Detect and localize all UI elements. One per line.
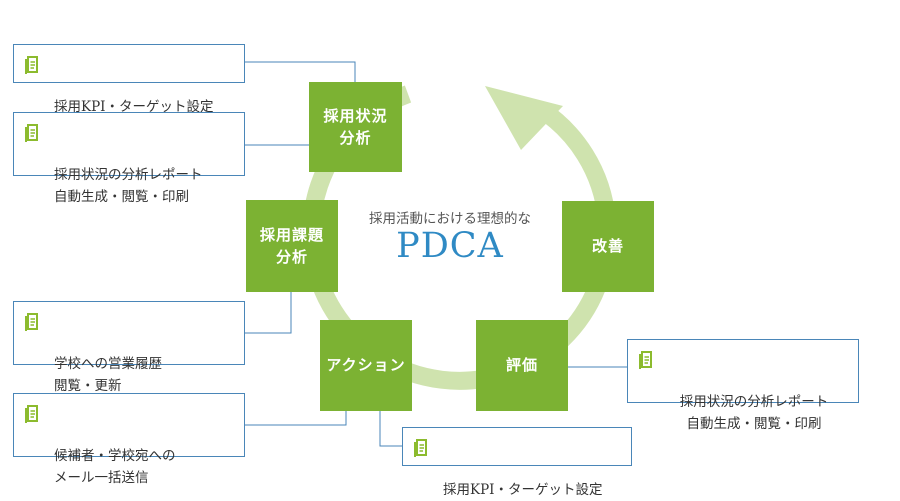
document-icon <box>414 439 427 457</box>
feature-box: 採用状況の分析レポート 自動生成・閲覧・印刷 <box>627 339 859 432</box>
document-icon <box>25 56 38 74</box>
connector-5 <box>379 396 402 447</box>
step-evaluation: 評価 <box>476 320 568 411</box>
document-icon <box>25 124 38 142</box>
feature-text: 採用KPI・ターゲット設定 <box>54 99 214 115</box>
document-icon <box>25 313 38 331</box>
feature-box: 学校への営業履歴 閲覧・更新 <box>13 301 245 394</box>
feature-text: 採用状況の分析レポート 自動生成・閲覧・印刷 <box>679 394 829 432</box>
feature-text: 採用KPI・ターゲット設定 <box>443 482 603 498</box>
step-recruitment-issue-analysis: 採用課題 分析 <box>246 200 338 292</box>
step-improvement: 改善 <box>562 201 654 292</box>
feature-box: 候補者・学校宛への メール一括送信 <box>13 393 245 486</box>
feature-box: 採用KPI・ターゲット設定 <box>402 427 632 498</box>
cycle-arrowhead <box>485 86 563 150</box>
feature-box: 採用状況の分析レポート 自動生成・閲覧・印刷 <box>13 112 245 205</box>
feature-text: 採用状況の分析レポート 自動生成・閲覧・印刷 <box>54 167 203 205</box>
step-recruitment-status-analysis: 採用状況 分析 <box>309 82 402 172</box>
center-title: PDCA <box>396 226 504 266</box>
connector-3 <box>245 280 292 334</box>
center-subtitle: 採用活動における理想的な <box>369 211 531 227</box>
step-action: アクション <box>320 320 412 411</box>
document-icon <box>639 351 652 369</box>
feature-text: 学校への営業履歴 閲覧・更新 <box>54 356 162 394</box>
feature-box: 採用KPI・ターゲット設定 <box>13 44 245 115</box>
document-icon <box>25 405 38 423</box>
